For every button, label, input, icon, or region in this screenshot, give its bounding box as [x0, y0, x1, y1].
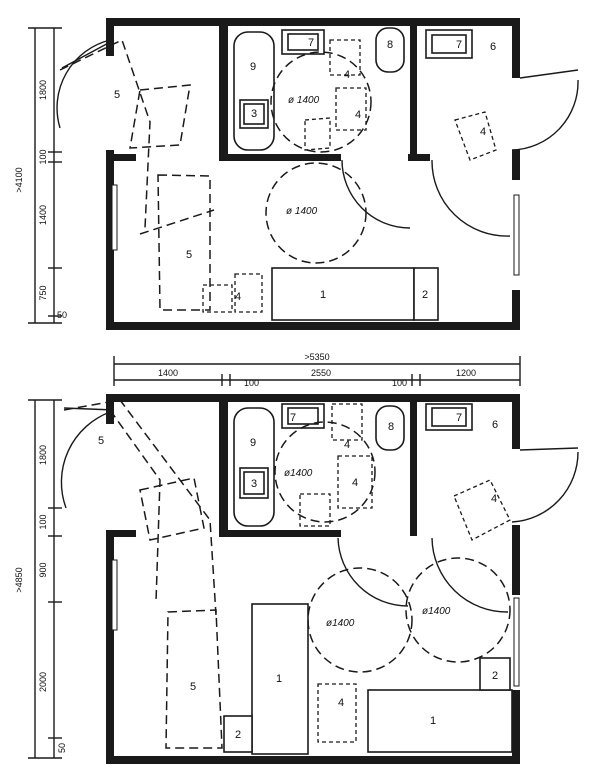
dim-w-100b: 100 — [392, 378, 407, 388]
top-wheelchairs — [59, 38, 497, 313]
turning-circle-label-2: ø 1400 — [286, 206, 318, 217]
dim-total: >4100 — [14, 167, 24, 192]
b-turning-circle-label-2: ø1400 — [326, 618, 355, 629]
b-label-door-swing: 5 — [98, 435, 104, 447]
dim-h-50: 50 — [57, 743, 67, 753]
b-label-wheelchair-3: 4 — [491, 493, 497, 505]
dim-1800: 1800 — [38, 80, 48, 100]
b-label-wardrobe-area: 6 — [492, 419, 498, 431]
b-label-sink: 7 — [290, 412, 296, 424]
b-label-bed-horizontal: 1 — [430, 715, 436, 727]
nightstand-right — [479, 657, 511, 691]
bottom-doors — [60, 407, 579, 613]
dim-h-1800: 1800 — [38, 445, 48, 465]
label-wardrobe-area: 6 — [490, 41, 496, 53]
top-plan: 1800 100 1400 750 50 >4100 — [14, 18, 579, 330]
b-turning-circle-label-3: ø1400 — [422, 606, 451, 617]
dim-100: 100 — [38, 149, 48, 164]
dim-50: 50 — [57, 310, 67, 320]
label-sink: 7 — [308, 37, 314, 49]
bottom-wheelchairs — [63, 399, 511, 749]
b-label-nightstand-right: 2 — [492, 670, 498, 682]
dim-w-2550: 2550 — [311, 368, 331, 378]
label-sink-right: 7 — [456, 39, 462, 51]
top-fixtures — [233, 27, 473, 321]
label-wheelchair-3: 4 — [480, 126, 486, 138]
label-door-swing: 5 — [114, 89, 120, 101]
b-label-door-swing-2: 5 — [190, 681, 196, 693]
dim-total-width: >5350 — [304, 352, 329, 362]
top-doors — [56, 39, 579, 237]
top-turning-circles — [265, 51, 372, 264]
b-turning-circle-label-1: ø1400 — [284, 468, 313, 479]
bottom-top-dimensions: >5350 1400 100 2550 100 1200 — [113, 352, 521, 388]
label-wheelchair-1: 4 — [344, 69, 350, 81]
label-nightstand: 2 — [422, 289, 428, 301]
top-labels: 5 5 9 3 7 8 7 6 4 4 4 4 1 2 ø 1400 ø 140… — [114, 37, 496, 303]
dim-w-1200: 1200 — [456, 368, 476, 378]
b-label-wheelchair-2: 4 — [352, 477, 358, 489]
bathtub — [233, 31, 275, 151]
bed-horizontal — [367, 689, 513, 753]
top-walls — [106, 18, 520, 330]
toilet — [375, 405, 405, 451]
dim-total-height: >4850 — [14, 567, 24, 592]
bottom-fixtures — [223, 403, 513, 755]
top-left-dimensions: 1800 100 1400 750 50 >4100 — [14, 27, 67, 324]
b-label-bed-vertical: 1 — [276, 673, 282, 685]
dim-750: 750 — [38, 285, 48, 300]
b-label-toilet: 8 — [388, 421, 394, 433]
label-door-swing-2: 5 — [186, 249, 192, 261]
dim-w-100a: 100 — [244, 378, 259, 388]
label-basin: 3 — [251, 108, 257, 120]
label-toilet: 8 — [387, 39, 393, 51]
dim-h-900: 900 — [38, 562, 48, 577]
bottom-labels: 5 5 9 3 7 8 7 6 4 4 4 4 1 2 1 2 ø1400 ø1… — [98, 412, 498, 741]
b-label-sink-right: 7 — [456, 412, 462, 424]
dim-w-1400: 1400 — [158, 368, 178, 378]
bathtub — [233, 407, 275, 527]
b-label-bath: 9 — [250, 437, 256, 449]
turning-circle-label-1: ø 1400 — [288, 95, 320, 106]
b-label-basin: 3 — [251, 478, 257, 490]
b-label-nightstand-left: 2 — [235, 729, 241, 741]
dim-1400: 1400 — [38, 205, 48, 225]
bottom-walls — [106, 394, 520, 764]
bottom-turning-circles — [274, 421, 511, 673]
label-wheelchair-2: 4 — [355, 109, 361, 121]
dim-h-100: 100 — [38, 514, 48, 529]
bed — [271, 267, 415, 321]
toilet — [375, 27, 405, 73]
b-label-wheelchair-1: 4 — [344, 439, 350, 451]
nightstand — [413, 267, 439, 321]
bottom-plan: >5350 1400 100 2550 100 1200 1800 100 90… — [14, 352, 579, 764]
nightstand-left — [223, 715, 253, 753]
label-bath: 9 — [250, 61, 256, 73]
bottom-left-dimensions: 1800 100 900 2000 50 >4850 — [14, 399, 67, 759]
b-label-wheelchair-4: 4 — [338, 697, 344, 709]
bed-vertical — [251, 603, 309, 755]
dim-h-2000: 2000 — [38, 672, 48, 692]
label-wheelchair-4: 4 — [235, 291, 241, 303]
label-bed: 1 — [320, 289, 326, 301]
